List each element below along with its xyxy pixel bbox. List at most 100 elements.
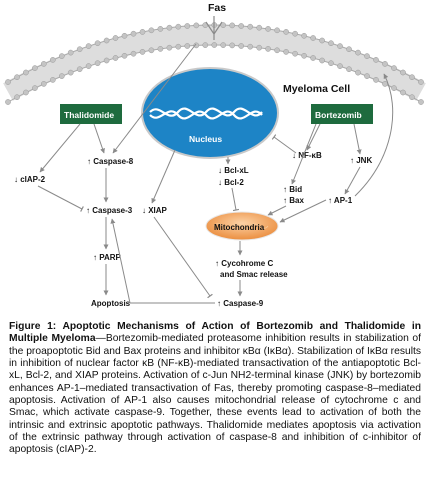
ciap2-label: ↓ cIAP-2 bbox=[14, 175, 46, 184]
lipid-head bbox=[229, 22, 236, 29]
lipid-head bbox=[238, 23, 245, 29]
lipid-head bbox=[247, 43, 254, 50]
caspase8-label: ↑ Caspase-8 bbox=[87, 157, 134, 166]
lipid-head bbox=[103, 57, 110, 64]
lipid-head bbox=[14, 94, 20, 101]
arrow-bortezomib-to-nfkb bbox=[306, 123, 321, 151]
lipid-head bbox=[166, 24, 173, 31]
lipid-head bbox=[193, 42, 200, 49]
lipid-head bbox=[328, 40, 334, 47]
lipid-head bbox=[148, 47, 155, 54]
lipid-head bbox=[418, 79, 424, 85]
lipid-head bbox=[76, 46, 83, 53]
lipid-head bbox=[283, 49, 289, 55]
arrow-bortezomib-to-bid bbox=[291, 123, 317, 185]
lipid-head bbox=[319, 37, 325, 44]
mitochondria-label: Mitochondria bbox=[214, 223, 265, 232]
arrow-caspase9-to-caspase3 bbox=[110, 218, 131, 304]
nucleus-label: Nucleus bbox=[189, 134, 222, 144]
arrow-bortezomib-to-jnk bbox=[353, 123, 362, 155]
lipid-head bbox=[139, 29, 146, 35]
mitochondria: Mitochondria bbox=[205, 211, 279, 241]
lipid-head bbox=[67, 49, 74, 56]
lipid-head bbox=[130, 50, 137, 57]
apoptosis-label: Apoptosis bbox=[91, 299, 131, 308]
caspase3-label: ↑ Caspase-3 bbox=[86, 206, 133, 215]
myeloma-cell-label: Myeloma Cell bbox=[283, 83, 350, 95]
lipid-head bbox=[418, 99, 424, 105]
lipid-head bbox=[400, 69, 406, 76]
fas-label: Fas bbox=[208, 2, 226, 14]
bcl2-label: ↓ Bcl-2 bbox=[218, 178, 244, 187]
dna-icon bbox=[149, 107, 263, 117]
lipid-head bbox=[319, 57, 325, 64]
lipid-head bbox=[274, 27, 280, 34]
arrow-ap1-to-mitochondria bbox=[279, 199, 327, 223]
parp-label: ↑ PARP bbox=[93, 253, 122, 262]
caption-body: —Bortezomib-mediated proteasome inhibiti… bbox=[9, 333, 421, 456]
lipid-head bbox=[121, 52, 128, 59]
lipid-head bbox=[58, 73, 65, 79]
lipid-head bbox=[274, 47, 280, 54]
lipid-head bbox=[58, 53, 65, 59]
lipid-head bbox=[85, 43, 92, 49]
lipid-head bbox=[391, 85, 397, 91]
nfkb-label: ↓ NF-κB bbox=[292, 151, 322, 160]
xiap-label: ↓ XIAP bbox=[142, 206, 168, 215]
lipid-head bbox=[5, 79, 11, 85]
lipid-head bbox=[166, 44, 173, 51]
lipid-head bbox=[112, 35, 119, 41]
arrow-jnk-to-ap1 bbox=[344, 166, 361, 195]
bclxl-label: ↓ Bcl-xL bbox=[218, 166, 249, 175]
cytochrome-label-line1: ↑ Cycohrome C bbox=[215, 259, 273, 268]
lipid-head bbox=[355, 69, 361, 76]
lipid-head bbox=[112, 55, 119, 61]
lipid-head bbox=[175, 43, 182, 50]
lipid-head bbox=[292, 30, 298, 37]
lipid-head bbox=[121, 32, 128, 39]
arrow-nucleus-to-xiap bbox=[151, 149, 176, 204]
lipid-head bbox=[391, 65, 397, 71]
figure-caption: Figure 1: Apoptotic Mechanisms of Action… bbox=[9, 321, 421, 457]
lipid-head bbox=[94, 40, 101, 47]
inhibit-xiap-caspase9 bbox=[153, 216, 213, 299]
bortezomib-label: Bortezomib bbox=[315, 110, 362, 120]
lipid-head bbox=[400, 89, 406, 96]
lipid-head bbox=[229, 42, 236, 49]
inhibit-bcl2-mitochondria bbox=[231, 187, 240, 212]
lipid-head bbox=[256, 24, 263, 31]
lipid-head bbox=[373, 57, 379, 63]
lipid-head bbox=[292, 50, 298, 57]
cytochrome-label-line2: and Smac release bbox=[220, 270, 288, 279]
lipid-head bbox=[364, 53, 370, 59]
lipid-head bbox=[175, 23, 182, 30]
arrow-bidbax-to-mitochondria bbox=[267, 205, 287, 216]
lipid-head bbox=[94, 60, 101, 67]
lipid-head bbox=[193, 22, 200, 29]
lipid-head bbox=[364, 73, 370, 79]
arrow-ap1-to-fas bbox=[354, 73, 394, 197]
lipid-head bbox=[346, 46, 352, 53]
lipid-head bbox=[337, 63, 343, 69]
lipid-head bbox=[49, 57, 56, 63]
bax-label: ↑ Bax bbox=[283, 196, 304, 205]
lipid-head bbox=[139, 49, 146, 55]
lipid-head bbox=[220, 42, 227, 48]
lipid-head bbox=[14, 74, 20, 81]
lipid-head bbox=[247, 23, 254, 30]
bid-label: ↑ Bid bbox=[283, 185, 302, 194]
lipid-head bbox=[301, 32, 307, 39]
lipid-head bbox=[238, 43, 245, 49]
inhibit-nfkb-nucleus bbox=[271, 134, 297, 154]
apoptosis-pathway-diagram: Fas Myeloma Cell Nucleus Thalidomide Bor… bbox=[3, 2, 426, 308]
lipid-head bbox=[5, 99, 11, 105]
lipid-head bbox=[184, 23, 191, 29]
lipid-head bbox=[157, 26, 164, 32]
arrow-thalidomide-to-caspase8 bbox=[93, 123, 105, 154]
lipid-head bbox=[310, 35, 316, 41]
lipid-head bbox=[382, 81, 388, 87]
lipid-head bbox=[130, 30, 137, 37]
thalidomide-box bbox=[60, 104, 122, 124]
arrow-fas-to-caspase8 bbox=[112, 43, 197, 154]
lipid-head bbox=[202, 42, 209, 48]
